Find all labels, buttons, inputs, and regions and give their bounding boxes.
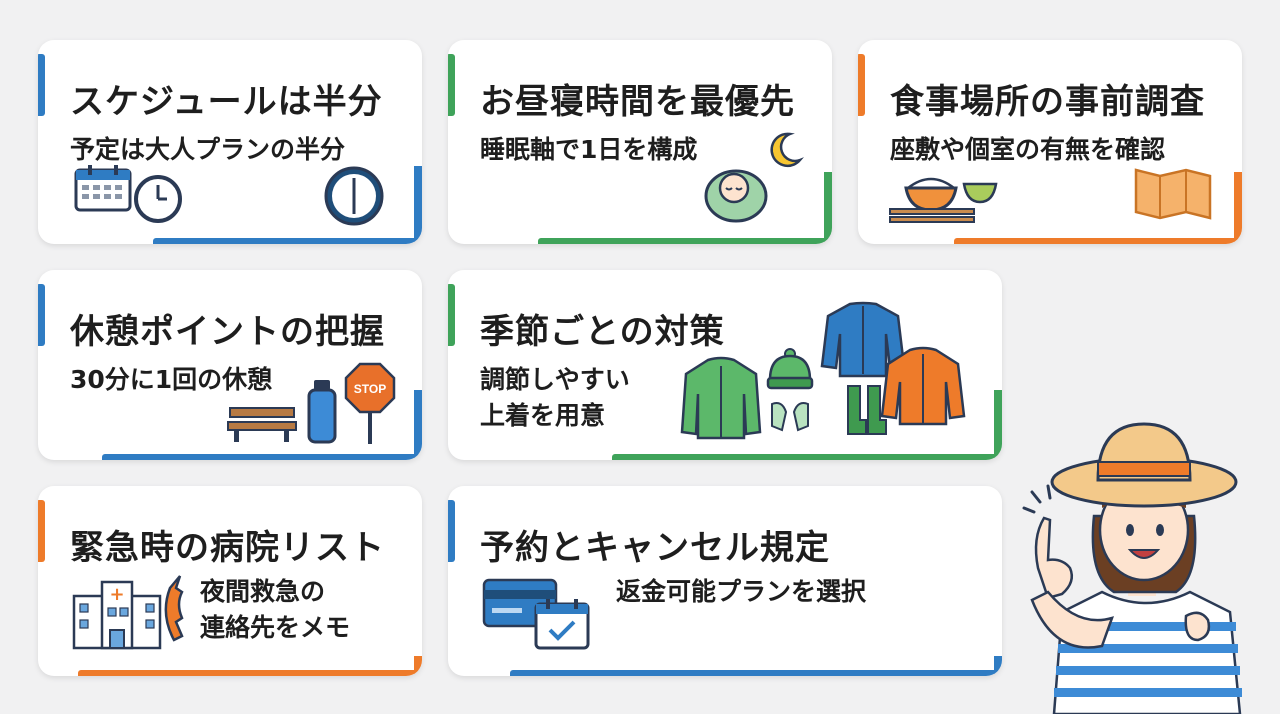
pointing-girl-illustration <box>1022 422 1242 714</box>
card-title: お昼寝時間を最優先 <box>480 82 795 122</box>
stop-sign-icon: STOP <box>344 362 396 444</box>
card-corner <box>994 656 1002 676</box>
chopsticks-icon <box>889 208 975 223</box>
card-subtitle-line-1: 調節しやすい <box>480 365 630 394</box>
calendar-check-icon <box>534 599 590 650</box>
card-title: スケジュールは半分 <box>70 82 383 122</box>
blue-jacket-icon <box>820 301 906 378</box>
card-accent <box>38 54 45 116</box>
card-dining-research: 食事場所の事前調査 座敷や個室の有無を確認 <box>858 40 1242 244</box>
card-subtitle: 30分に1回の休憩 <box>70 365 273 394</box>
card-accent <box>38 500 45 562</box>
orange-jacket-icon <box>880 346 966 426</box>
card-title: 緊急時の病院リスト <box>70 528 385 568</box>
green-hoodie-icon <box>680 356 762 440</box>
card-corner <box>994 390 1002 460</box>
calendar-icon <box>74 165 132 212</box>
card-corner <box>1234 172 1242 244</box>
boots-icon <box>847 385 887 435</box>
card-title: 季節ごとの対策 <box>480 312 725 352</box>
card-accent <box>38 284 45 346</box>
card-corner <box>414 390 422 460</box>
card-underline <box>102 454 422 460</box>
card-corner <box>414 656 422 676</box>
card-subtitle: 睡眠軸で1日を構成 <box>480 135 698 164</box>
knit-hat-icon <box>766 348 814 390</box>
card-seasonal-measures: 季節ごとの対策 調節しやすい 上着を用意 <box>448 270 1002 460</box>
rice-bowl-icon <box>904 177 958 212</box>
card-underline <box>78 670 422 676</box>
card-nap-priority: お昼寝時間を最優先 睡眠軸で1日を構成 <box>448 40 832 244</box>
water-bottle-icon <box>307 380 337 444</box>
card-subtitle: 予定は大人プランの半分 <box>70 135 346 164</box>
card-accent <box>448 500 455 562</box>
card-subtitle: 座敷や個室の有無を確認 <box>890 135 1166 164</box>
card-subtitle-line-1: 夜間救急の <box>200 577 326 606</box>
hospital-icon: + <box>72 580 162 650</box>
card-accent <box>448 54 455 116</box>
card-subtitle: 返金可能プランを選択 <box>616 577 867 606</box>
card-title: 休憩ポイントの把握 <box>70 312 385 352</box>
bench-icon <box>227 407 297 442</box>
card-corner <box>414 166 422 244</box>
card-hospital-list: 緊急時の病院リスト 夜間救急の 連絡先をメモ + <box>38 486 422 676</box>
card-subtitle-line-2: 上着を用意 <box>480 401 606 430</box>
card-title: 食事場所の事前調査 <box>890 82 1205 122</box>
card-underline <box>538 238 832 244</box>
card-underline <box>153 238 422 244</box>
card-corner <box>824 172 832 244</box>
card-schedule-half: スケジュールは半分 予定は大人プランの半分 <box>38 40 422 244</box>
card-rest-points: 休憩ポイントの把握 30分に1回の休憩 STOP <box>38 270 422 460</box>
half-clock-icon <box>324 166 384 226</box>
sleeping-baby-icon <box>704 169 768 223</box>
card-subtitle-line-2: 連絡先をメモ <box>200 613 351 642</box>
phone-icon <box>164 575 184 642</box>
map-icon <box>1134 168 1212 220</box>
card-title: 予約とキャンセル規定 <box>480 528 830 568</box>
hospital-cross: + <box>109 584 124 605</box>
card-reservation-policy: 予約とキャンセル規定 返金可能プランを選択 <box>448 486 1002 676</box>
stop-sign-text: STOP <box>354 382 386 396</box>
small-bowl-icon <box>962 182 998 204</box>
mittens-icon <box>771 402 809 432</box>
card-accent <box>448 284 455 346</box>
card-underline <box>954 238 1242 244</box>
card-accent <box>858 54 865 116</box>
card-underline <box>510 670 1002 676</box>
clock-icon <box>134 175 182 223</box>
card-underline <box>612 454 1002 460</box>
moon-icon <box>770 132 804 168</box>
